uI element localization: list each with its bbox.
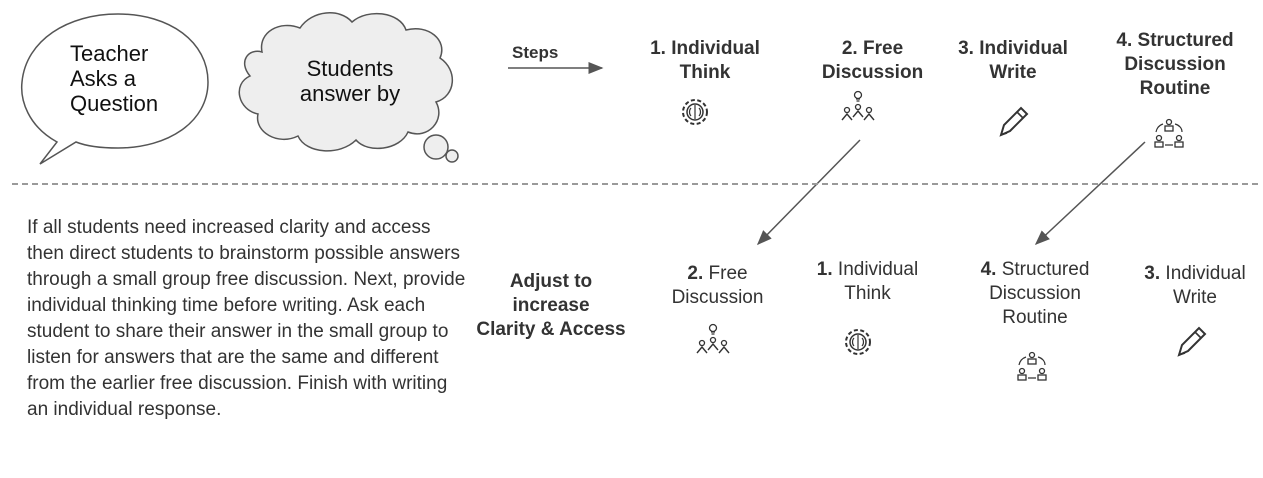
adjusted-step-3-label: 4. Structured Discussion Routine — [980, 259, 1090, 328]
thought-dot-large — [423, 134, 449, 160]
cycle-people-icon — [1154, 118, 1184, 148]
top-step-3-label: 3. Individual Write — [958, 38, 1068, 83]
brain-gear-icon — [845, 329, 871, 355]
thought-bubble-text: Students answer by — [299, 56, 401, 106]
adjusted-step-2-label: 1. Individual Think — [816, 259, 919, 304]
group-idea-icon — [841, 90, 875, 121]
instruction-paragraph: If all students need increased clarity a… — [27, 217, 466, 420]
cycle-people-icon — [1017, 351, 1047, 381]
adjust-label: Adjust to increase Clarity & Access — [476, 271, 626, 340]
adjusted-step-4-label: 3. Individual Write — [1144, 263, 1246, 308]
arrow-free-discussion-down — [756, 139, 861, 246]
pencil-icon — [999, 106, 1029, 137]
group-idea-icon — [696, 323, 730, 354]
thought-cloud — [238, 12, 454, 152]
top-step-1-label: 1. Individual Think — [650, 38, 760, 83]
speech-bubble-text: Teacher Asks a Question — [70, 41, 159, 116]
bubbles-layer — [20, 12, 459, 165]
arrow-structured-discussion-down — [1034, 141, 1146, 246]
brain-gear-icon — [682, 99, 708, 125]
steps-label: Steps — [512, 43, 559, 62]
adjusted-step-1-label: 2. Free Discussion — [671, 263, 764, 308]
section-divider — [12, 183, 1258, 185]
speech-bubble — [20, 13, 209, 165]
top-step-4-label: 4. Structured Discussion Routine — [1116, 30, 1234, 99]
pencil-icon — [1177, 326, 1207, 357]
top-step-2-label: 2. Free Discussion — [821, 38, 924, 83]
thought-dot-small — [445, 149, 459, 163]
